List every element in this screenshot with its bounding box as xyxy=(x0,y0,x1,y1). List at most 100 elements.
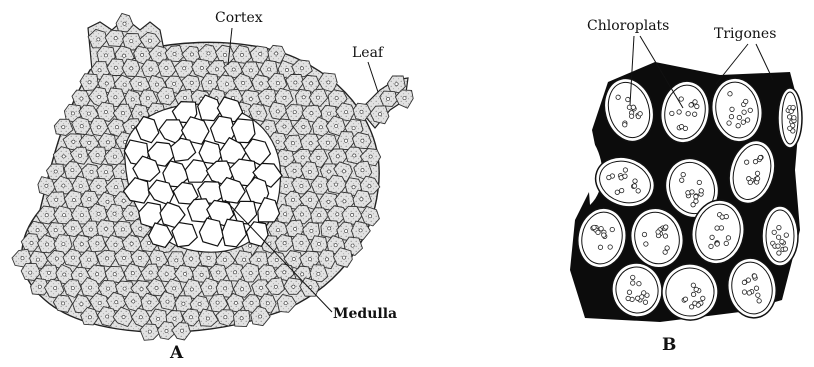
chloroplast xyxy=(780,239,784,243)
cell-nucleus xyxy=(62,184,65,187)
cell-nucleus xyxy=(284,185,287,188)
cell-nucleus xyxy=(283,96,286,99)
cell-nucleus xyxy=(173,82,176,85)
cell-nucleus xyxy=(292,198,295,201)
cell-nucleus xyxy=(114,186,117,189)
chloroplast xyxy=(792,116,796,120)
chloroplast xyxy=(787,115,791,119)
chloroplast xyxy=(754,286,759,291)
chloroplast xyxy=(608,245,613,250)
cell-nucleus xyxy=(80,97,83,100)
chloroplast xyxy=(610,227,615,232)
panel-a: Cortex Leaf Medulla A xyxy=(12,10,413,363)
cell-nucleus xyxy=(157,317,160,320)
cell-nucleus xyxy=(360,110,363,113)
cell-nucleus xyxy=(190,288,193,291)
cell-nucleus xyxy=(79,154,82,157)
cell-nucleus xyxy=(106,141,109,144)
cell-nucleus xyxy=(88,258,91,261)
cell-nucleus xyxy=(122,315,125,318)
cell-nucleus xyxy=(88,198,91,201)
cell-nucleus xyxy=(250,301,253,304)
cell-nucleus xyxy=(234,271,237,274)
cell-nucleus xyxy=(266,271,269,274)
cell-nucleus xyxy=(361,139,364,142)
label-trigones: Trigones xyxy=(714,26,776,42)
cell-nucleus xyxy=(72,198,75,201)
cell-nucleus xyxy=(113,273,116,276)
cell-nucleus xyxy=(55,198,58,201)
chloroplast xyxy=(643,300,648,305)
cell-nucleus xyxy=(114,96,117,99)
cell-nucleus xyxy=(352,186,355,189)
cell-nucleus xyxy=(207,52,210,55)
cell-nucleus xyxy=(97,185,100,188)
cell-nucleus xyxy=(200,273,203,276)
label-medulla: Medulla xyxy=(333,306,397,322)
chloroplast xyxy=(755,293,760,298)
cell-nucleus xyxy=(114,66,117,69)
cell-nucleus xyxy=(284,156,287,159)
cell-nucleus xyxy=(274,285,277,288)
cell-nucleus xyxy=(325,258,328,261)
cell-nucleus xyxy=(198,302,201,305)
cell-nucleus xyxy=(352,127,355,130)
cell-nucleus xyxy=(345,230,348,233)
cell-nucleus xyxy=(45,214,48,217)
cell-nucleus xyxy=(114,37,117,40)
cell-nucleus xyxy=(87,112,90,115)
cell-nucleus xyxy=(166,300,169,303)
cell-nucleus xyxy=(173,52,176,55)
cell-nucleus xyxy=(96,242,99,245)
cell-nucleus xyxy=(141,53,144,56)
cell-nucleus xyxy=(241,288,244,291)
chloroplast xyxy=(742,290,747,295)
label-leaf: Leaf xyxy=(352,45,385,61)
cell-nucleus xyxy=(345,111,348,114)
cell-nucleus xyxy=(122,256,125,259)
cell-nucleus xyxy=(149,68,152,71)
cell-nucleus xyxy=(132,300,135,303)
cell-nucleus xyxy=(80,303,83,306)
chloroplast xyxy=(630,275,635,280)
chloroplast xyxy=(742,280,747,285)
cell-nucleus xyxy=(300,213,303,216)
chloroplast xyxy=(635,296,640,301)
cell-nucleus xyxy=(63,214,66,217)
cell-nucleus xyxy=(55,257,58,260)
cell-nucleus xyxy=(317,96,320,99)
cell-nucleus xyxy=(90,170,93,173)
cell-nucleus xyxy=(260,286,263,289)
cell-nucleus xyxy=(266,96,269,99)
cell-nucleus xyxy=(216,301,219,304)
cell-nucleus xyxy=(123,287,126,290)
chloroplast xyxy=(601,233,606,238)
cell-nucleus xyxy=(319,126,322,129)
cell-nucleus xyxy=(351,244,354,247)
label-chloroplasts: Chloroplats xyxy=(587,18,669,34)
cell-nucleus xyxy=(30,241,33,244)
chloroplast xyxy=(747,290,752,295)
cell-nucleus xyxy=(277,229,280,232)
cell-nucleus xyxy=(104,110,107,113)
chloroplast xyxy=(742,110,747,115)
cell-nucleus xyxy=(183,67,186,70)
cell-nucleus xyxy=(327,170,330,173)
chloroplast xyxy=(694,104,699,109)
cell-nucleus xyxy=(293,169,296,172)
cell-nucleus xyxy=(275,258,278,261)
chloroplast xyxy=(689,102,694,107)
cell-nucleus xyxy=(259,315,262,318)
cell-nucleus xyxy=(308,170,311,173)
cell-nucleus xyxy=(369,215,372,218)
cell-nucleus xyxy=(104,227,107,230)
chloroplast xyxy=(729,114,734,119)
cell-nucleus xyxy=(351,213,354,216)
cell-nucleus xyxy=(189,316,192,319)
cell-nucleus xyxy=(148,301,151,304)
cell-nucleus xyxy=(29,271,32,274)
cell-nucleus xyxy=(173,287,176,290)
cell-nucleus xyxy=(88,81,91,84)
cell-nucleus xyxy=(328,112,331,115)
chloroplast xyxy=(726,235,731,240)
